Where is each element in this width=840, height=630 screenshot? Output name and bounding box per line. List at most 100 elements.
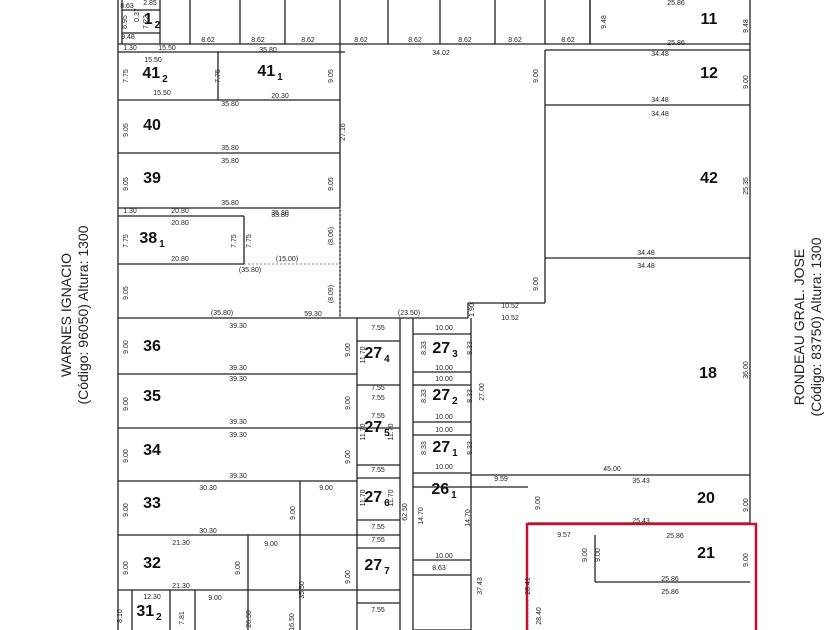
measurement-label: 39.30 xyxy=(229,473,247,480)
measurement-label: 9.00 xyxy=(319,485,333,492)
measurement-label: 9.00 xyxy=(743,75,750,89)
measurement-label: 8.62 xyxy=(508,37,522,44)
parcel-number: 35 xyxy=(143,388,161,405)
measurement-label: 9.00 xyxy=(123,340,130,354)
measurement-label: 35.80 xyxy=(221,158,239,165)
measurement-label: 7.75 xyxy=(123,234,130,248)
measurement-label: 10.52 xyxy=(501,315,519,322)
measurement-label: 9.00 xyxy=(595,548,602,562)
measurement-label: 7.75 xyxy=(123,69,130,83)
measurement-label: 11.70 xyxy=(360,489,367,506)
measurement-label: 11.70 xyxy=(388,489,395,506)
measurement-label: 1.30 xyxy=(123,45,137,52)
measurement-label: 14.70 xyxy=(465,509,472,527)
parcel-number: 18 xyxy=(699,365,717,382)
measurement-label: 8.33 xyxy=(467,389,474,403)
measurement-label: 0.37 xyxy=(134,8,141,22)
measurement-label: 7.55 xyxy=(371,607,385,614)
measurement-label: 15.50 xyxy=(144,57,162,64)
parcel-number: 20 xyxy=(697,490,715,507)
measurement-label: 27.00 xyxy=(479,383,486,401)
measurement-label: (15.00) xyxy=(276,256,298,263)
measurement-label: 9.00 xyxy=(345,570,352,584)
measurement-label: 8.62 xyxy=(251,37,265,44)
measurement-label: 39.30 xyxy=(229,432,247,439)
measurement-label: 34.02 xyxy=(432,50,450,57)
measurement-label: (8.09) xyxy=(328,285,335,303)
parcel-number: 34 xyxy=(143,442,161,459)
measurement-label: 10.00 xyxy=(435,414,453,421)
measurement-label: 9.05 xyxy=(123,123,130,137)
measurement-label: 9.00 xyxy=(535,496,542,510)
measurement-label: 30.30 xyxy=(199,485,217,492)
measurement-label: 9.00 xyxy=(345,450,352,464)
measurement-label: 9.05 xyxy=(123,286,130,300)
measurement-label: 20.30 xyxy=(271,93,289,100)
measurement-label: 7.75 xyxy=(215,69,222,83)
measurement-label: 25.35 xyxy=(743,177,750,195)
measurement-label: 8.10 xyxy=(117,609,124,623)
parcel-number: 39 xyxy=(143,170,161,187)
measurement-label: 25.86 xyxy=(661,589,679,596)
measurement-label: 15.50 xyxy=(158,45,176,52)
measurement-label: 7.81 xyxy=(179,611,186,625)
measurement-label: 20.80 xyxy=(171,220,189,227)
measurement-label: 9.00 xyxy=(290,506,297,520)
measurement-label: 9.57 xyxy=(557,532,571,539)
measurement-label: 45.00 xyxy=(603,466,621,473)
measurement-label: 8.33 xyxy=(467,441,474,455)
measurement-label: 39.30 xyxy=(229,323,247,330)
measurement-label: 12.30 xyxy=(143,594,161,601)
measurement-label: 8.33 xyxy=(467,341,474,355)
parcel-number: 40 xyxy=(143,117,161,134)
measurement-label: 10.00 xyxy=(435,365,453,372)
parcel-boundaries xyxy=(117,0,751,630)
measurement-label: 8.62 xyxy=(561,37,575,44)
measurement-label: 35.80 xyxy=(259,47,277,54)
measurement-label: 21.30 xyxy=(172,583,190,590)
measurement-label: 35.43 xyxy=(632,478,650,485)
measurement-label: 8.62 xyxy=(301,37,315,44)
parcel-number: 32 xyxy=(143,555,161,572)
measurement-label: 9.00 xyxy=(743,498,750,512)
measurement-label: 7.55 xyxy=(371,537,385,544)
measurement-label: 9.00 xyxy=(743,553,750,567)
measurement-label: 11.70 xyxy=(360,346,367,363)
measurement-label: 28.40 xyxy=(536,607,543,625)
measurement-label: 34.48 xyxy=(637,250,655,257)
measurement-label: 27.16 xyxy=(340,123,347,141)
measurement-label: 8.62 xyxy=(201,37,215,44)
measurement-label: 9.48 xyxy=(743,19,750,33)
measurement-label: 1.30 xyxy=(123,208,137,215)
measurement-label: 9.59 xyxy=(494,476,508,483)
measurement-label: 25.86 xyxy=(661,576,679,583)
measurement-label: (8.06) xyxy=(328,227,335,245)
measurement-label: 9.48 xyxy=(121,34,135,41)
measurement-label: 20.80 xyxy=(171,256,189,263)
measurement-label: 10.00 xyxy=(435,376,453,383)
measurement-label: 14.70 xyxy=(418,507,425,525)
measurement-label: 10.00 xyxy=(435,464,453,471)
measurement-label: 16.50 xyxy=(289,613,296,630)
measurement-label: 8.33 xyxy=(421,389,428,403)
measurement-label: (23.50) xyxy=(398,310,420,317)
measurement-label: 7.55 xyxy=(371,413,385,420)
measurement-label: 34.48 xyxy=(651,97,669,104)
highlighted-parcel-21[interactable] xyxy=(525,522,758,630)
measurement-label: 11.70 xyxy=(388,423,395,440)
measurement-label: 15.50 xyxy=(153,90,171,97)
measurement-label: 7.22 xyxy=(143,15,150,29)
measurement-label: 35.80 xyxy=(271,210,289,217)
measurement-label: 8.63 xyxy=(432,565,446,572)
